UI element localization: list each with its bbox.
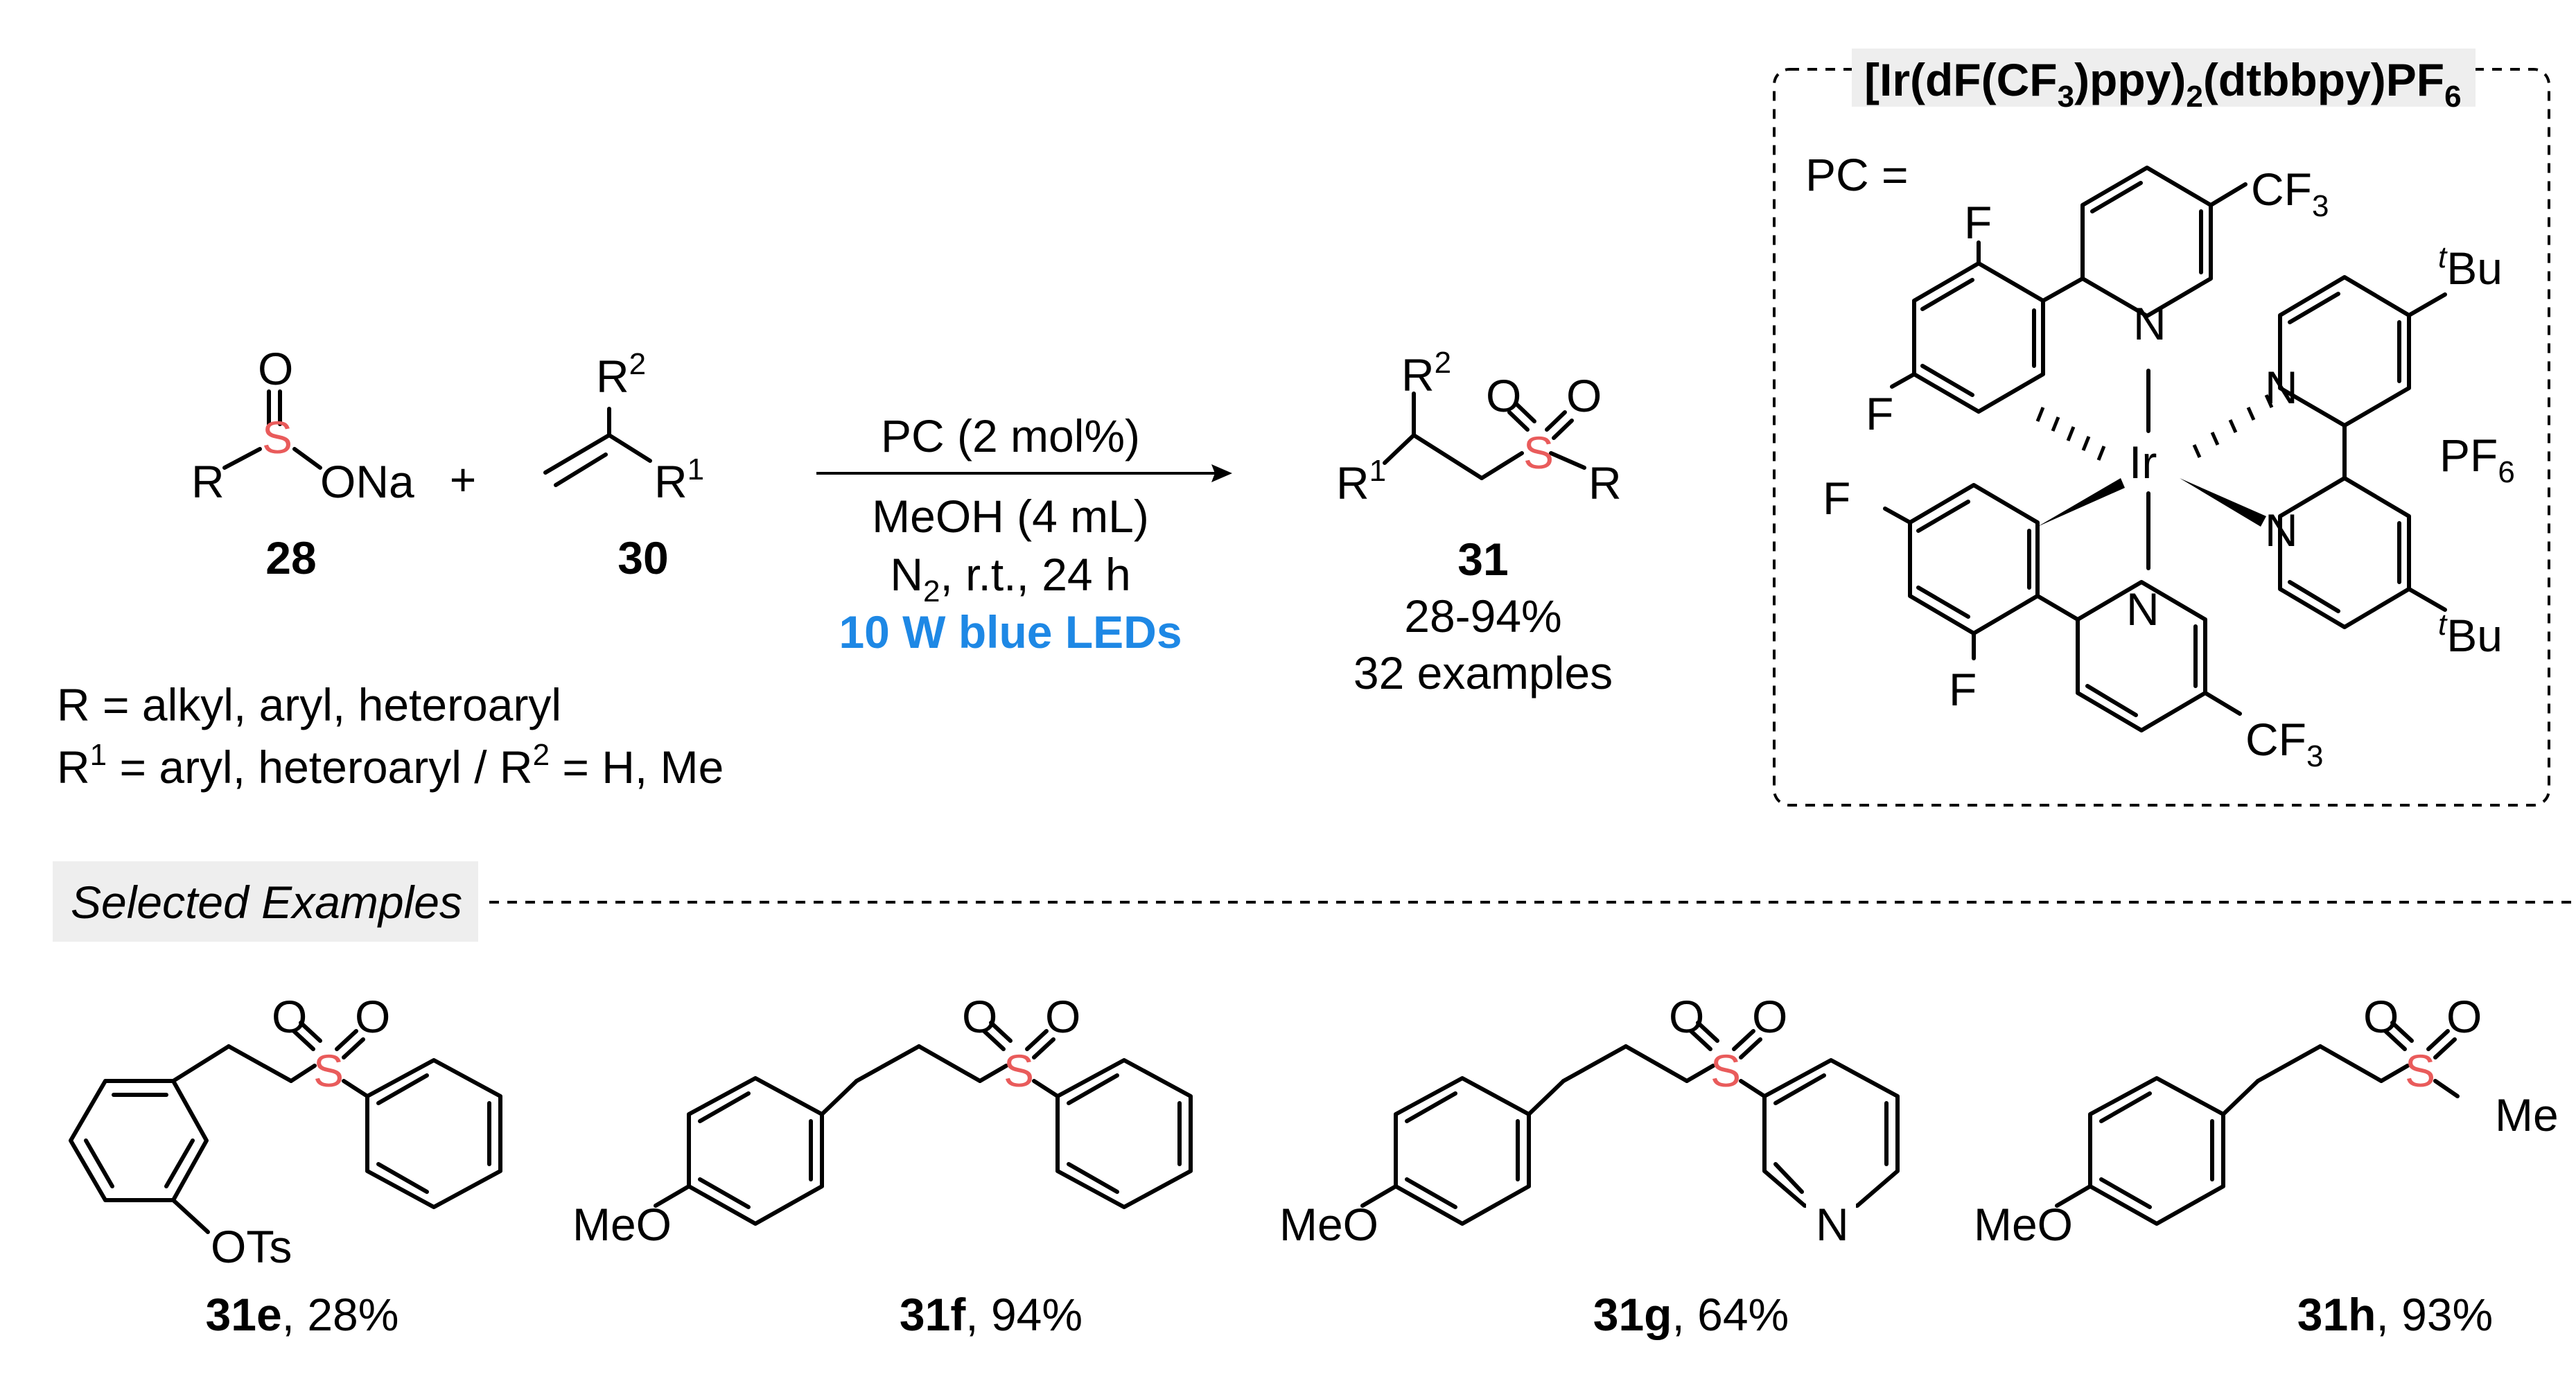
pc-label: PC =	[1805, 149, 1909, 200]
sulfur-label: S	[1523, 427, 1554, 478]
plus-sign: +	[450, 454, 477, 505]
oxygen-label: O	[962, 991, 997, 1042]
oxygen-label: O	[1566, 370, 1602, 421]
dtbbpy-ligand: N N tBu tBu PF6	[2265, 240, 2515, 661]
oxygen-label: O	[272, 991, 307, 1042]
upper-ppy-ligand: F F N CF3	[1866, 164, 2329, 439]
condition-light: 10 W blue LEDs	[839, 606, 1182, 658]
methyl-label: Me	[2495, 1089, 2559, 1141]
compound-30-label: 30	[617, 532, 668, 583]
selected-examples-tag-background	[53, 861, 478, 942]
example-31h: O O S Me MeO 31h, 93%	[1974, 991, 2559, 1340]
sulfur-label: S	[1004, 1045, 1034, 1096]
pf6-counterion: PF6	[2439, 430, 2515, 489]
sulfur-label: S	[313, 1045, 344, 1096]
oxygen-label: O	[355, 991, 390, 1042]
example-31g-caption: 31g, 64%	[1593, 1289, 1789, 1340]
product-31-structure: R2 R1 O O S R 31 28-94% 32 examples	[1336, 346, 1622, 698]
ona-label: ONa	[320, 456, 414, 507]
reagent-28-structure: R O S ONa 28	[191, 343, 414, 583]
catalyst-title: [Ir(dF(CF3)ppy)2(dtbbpy)PF6	[1864, 54, 2462, 114]
r-label: R	[191, 456, 225, 507]
compound-28-label: 28	[265, 532, 316, 583]
photocatalyst-panel: [Ir(dF(CF3)ppy)2(dtbbpy)PF6 PC = Ir	[1773, 49, 2550, 807]
tbu-label: tBu	[2438, 240, 2503, 294]
r1-label: R1	[1336, 454, 1386, 509]
oxygen-label: O	[1486, 370, 1521, 421]
methoxy-label: MeO	[1974, 1199, 2073, 1250]
example-31f-caption: 31f, 94%	[900, 1289, 1083, 1340]
methoxy-label: MeO	[572, 1199, 672, 1250]
ots-label: OTs	[211, 1221, 292, 1272]
compound-31-label: 31	[1457, 534, 1508, 585]
methoxy-label: MeO	[1279, 1199, 1378, 1250]
example-31h-caption: 31h, 93%	[2297, 1289, 2494, 1340]
oxygen-label: O	[2446, 991, 2482, 1042]
condition-atmosphere: N2, r.t., 24 h	[890, 549, 1130, 608]
example-31f: O O S MeO 31f, 94%	[572, 991, 1193, 1340]
iridium-center: Ir	[2035, 369, 2274, 570]
oxygen-label: O	[1669, 991, 1704, 1042]
example-31e: O O S OTs 31e, 28%	[69, 991, 502, 1340]
fluorine-label: F	[1823, 473, 1850, 524]
sulfur-label: S	[2405, 1045, 2435, 1096]
nitrogen-label: N	[2265, 362, 2298, 413]
cf3-label: CF3	[2245, 714, 2323, 773]
sulfur-label: S	[262, 412, 292, 463]
r2-label: R2	[596, 347, 646, 402]
example-31g: O O S N MeO 31g, 64%	[1279, 991, 1900, 1340]
scope-definition-r1-r2: R1 = aryl, heteroaryl / R2 = H, Me	[57, 738, 724, 793]
r1-label: R1	[654, 452, 704, 507]
fluorine-label: F	[1949, 664, 1977, 715]
fluorine-label: F	[1866, 388, 1893, 439]
oxygen-label: O	[1045, 991, 1080, 1042]
nitrogen-label: N	[2133, 298, 2166, 349]
r-label: R	[1588, 457, 1622, 509]
examples-count: 32 examples	[1353, 647, 1613, 698]
selected-examples-heading: Selected Examples	[71, 877, 462, 928]
condition-solvent: MeOH (4 mL)	[872, 491, 1149, 542]
reaction-arrow	[816, 464, 1232, 482]
r2-label: R2	[1401, 346, 1451, 401]
iridium-label: Ir	[2129, 437, 2157, 488]
nitrogen-label: N	[2265, 504, 2298, 556]
example-31e-caption: 31e, 28%	[206, 1289, 399, 1340]
condition-catalyst: PC (2 mol%)	[881, 410, 1140, 461]
sulfur-label: S	[1710, 1045, 1741, 1096]
nitrogen-label: N	[2126, 583, 2159, 635]
catalyst-title-background	[1852, 49, 2476, 107]
lower-ppy-ligand: F F N CF3	[1823, 473, 2323, 773]
catalyst-box	[1773, 68, 2550, 807]
scope-definition-r: R = alkyl, aryl, heteroaryl	[57, 679, 561, 730]
yield-range: 28-94%	[1404, 590, 1562, 642]
reagent-30-structure: R2 R1 30	[543, 347, 704, 583]
cf3-label: CF3	[2251, 164, 2329, 223]
oxygen-label: O	[1752, 991, 1787, 1042]
pyridine-nitrogen-label: N	[1816, 1199, 1849, 1250]
tbu-label: tBu	[2438, 608, 2503, 661]
oxygen-label: O	[2363, 991, 2399, 1042]
fluorine-label: F	[1964, 197, 1992, 248]
oxygen-label: O	[258, 343, 293, 394]
